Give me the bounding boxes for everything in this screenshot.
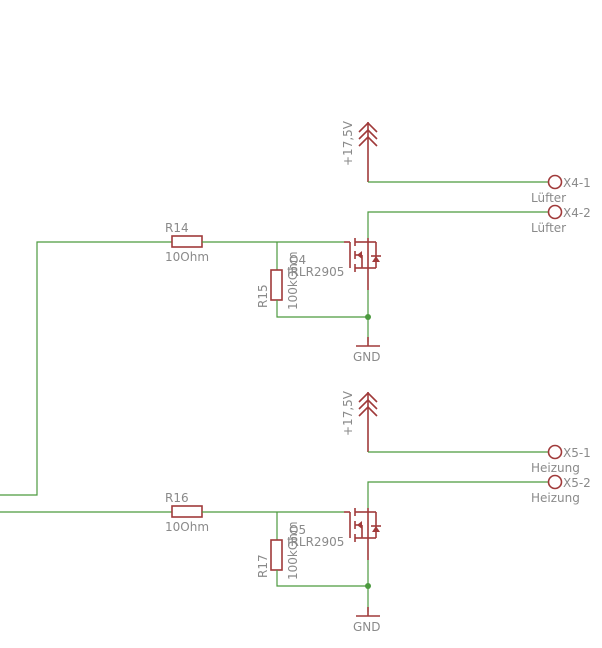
connector-x5-1[interactable]: X5-1 Heizung (531, 444, 591, 476)
resistor-r16-name: R16 (165, 491, 189, 505)
connector-x5-1-pin: X5-1 (563, 446, 591, 460)
wire-r17-gnd (276, 570, 368, 587)
power-symbol-upper: +17,5V (341, 120, 378, 182)
power-label-upper: +17,5V (341, 120, 355, 166)
mosfet-q5-part: IRLR2905 (287, 535, 344, 549)
junction-lower (365, 583, 371, 589)
power-label-lower: +17,5V (341, 390, 355, 436)
junction-upper (365, 314, 371, 320)
connector-x5-2-label: Heizung (531, 491, 580, 505)
wire-drain-x5-2 (367, 481, 548, 508)
resistor-r16: R16 10Ohm (165, 491, 209, 534)
connector-x4-2[interactable]: X4-2 Lüfter (531, 204, 591, 236)
connector-x4-2-label: Lüfter (531, 221, 566, 235)
connector-x4-2-pin: X4-2 (563, 206, 591, 220)
resistor-r17-value: 100kOhm (286, 521, 300, 580)
mosfet-q5-name: Q5 (289, 523, 306, 537)
wire-r15-gnd (276, 300, 368, 318)
mosfet-q5: Q5 IRLR2905 (287, 508, 381, 560)
ground-label-upper: GND (353, 350, 381, 364)
connector-x4-1[interactable]: X4-1 Lüfter (531, 174, 591, 206)
input-wire-q4 (0, 241, 172, 496)
ground-label-lower: GND (353, 620, 381, 634)
wire-drain-x4-2 (367, 211, 548, 238)
resistor-r15: R15 100kOhm (256, 251, 300, 310)
mosfet-q4-part: IRLR2905 (287, 265, 344, 279)
resistor-r14-value: 10Ohm (165, 250, 209, 264)
connector-x4-1-pin: X4-1 (563, 176, 591, 190)
connector-x5-2[interactable]: X5-2 Heizung (531, 474, 591, 506)
connector-x5-1-label: Heizung (531, 461, 580, 475)
connector-x5-2-pin: X5-2 (563, 476, 591, 490)
resistor-r14: R14 10Ohm (165, 221, 209, 264)
resistor-r14-name: R14 (165, 221, 189, 235)
mosfet-q4: Q4 IRLR2905 (287, 238, 381, 290)
ground-symbol-upper: GND (353, 337, 381, 364)
connector-x4-1-label: Lüfter (531, 191, 566, 205)
mosfet-q4-name: Q4 (289, 253, 306, 267)
resistor-r16-value: 10Ohm (165, 520, 209, 534)
ground-symbol-lower: GND (353, 607, 381, 634)
resistor-r15-name: R15 (256, 284, 270, 308)
resistor-r17-name: R17 (256, 554, 270, 578)
power-symbol-lower: +17,5V (341, 390, 378, 452)
resistor-r15-value: 100kOhm (286, 251, 300, 310)
